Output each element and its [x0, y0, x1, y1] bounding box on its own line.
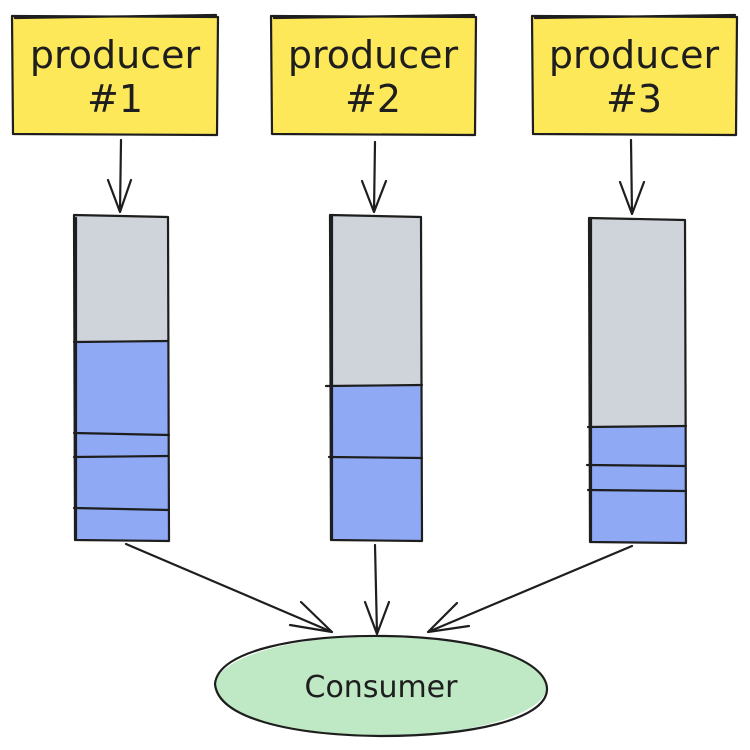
producer-3-box: [533, 17, 736, 134]
producer-1: producer #1: [10, 13, 220, 137]
queue-3-message-3: [589, 490, 685, 542]
consumer-ellipse: [215, 636, 547, 736]
producer-1-line1: producer: [30, 33, 201, 77]
queue-2-message-1: [330, 386, 421, 457]
queue-3-empty-space: [589, 219, 685, 427]
arrow-producer-3-to-queue-3: [618, 138, 646, 216]
producer-2-line1: producer: [288, 33, 459, 77]
consumer-label: Consumer: [305, 670, 459, 705]
producer-2-box: [272, 17, 475, 134]
producer-1-line2: #1: [87, 77, 143, 121]
producer-1-box: [13, 17, 217, 134]
queue-1-empty-space: [75, 216, 168, 342]
producer-3: producer #3: [530, 13, 739, 137]
producer-2-line2: #2: [345, 77, 401, 121]
arrow-queue-2-to-consumer: [363, 543, 391, 636]
queue-3: [585, 216, 688, 545]
producer-3-line1: producer: [549, 33, 720, 77]
arrow-queue-1-to-consumer: [124, 542, 334, 634]
arrow-producer-2-to-queue-2: [360, 140, 388, 214]
queue-1: [72, 213, 171, 543]
producer-2: producer #2: [269, 13, 478, 137]
queue-2-empty-space: [330, 216, 421, 386]
arrow-queue-3-to-consumer: [426, 544, 634, 634]
queue-1-message-4: [75, 509, 168, 540]
queue-3-message-1: [589, 427, 685, 465]
queue-1-message-1: [75, 342, 168, 434]
queue-2: [324, 213, 424, 543]
producer-3-line2: #3: [606, 77, 662, 121]
queue-1-message-2: [75, 434, 168, 457]
queue-3-message-2: [589, 465, 685, 490]
arrow-producer-1-to-queue-1: [106, 138, 133, 214]
consumer: Consumer: [213, 634, 549, 738]
queue-2-message-2: [330, 457, 421, 540]
queue-1-message-3: [75, 457, 168, 509]
